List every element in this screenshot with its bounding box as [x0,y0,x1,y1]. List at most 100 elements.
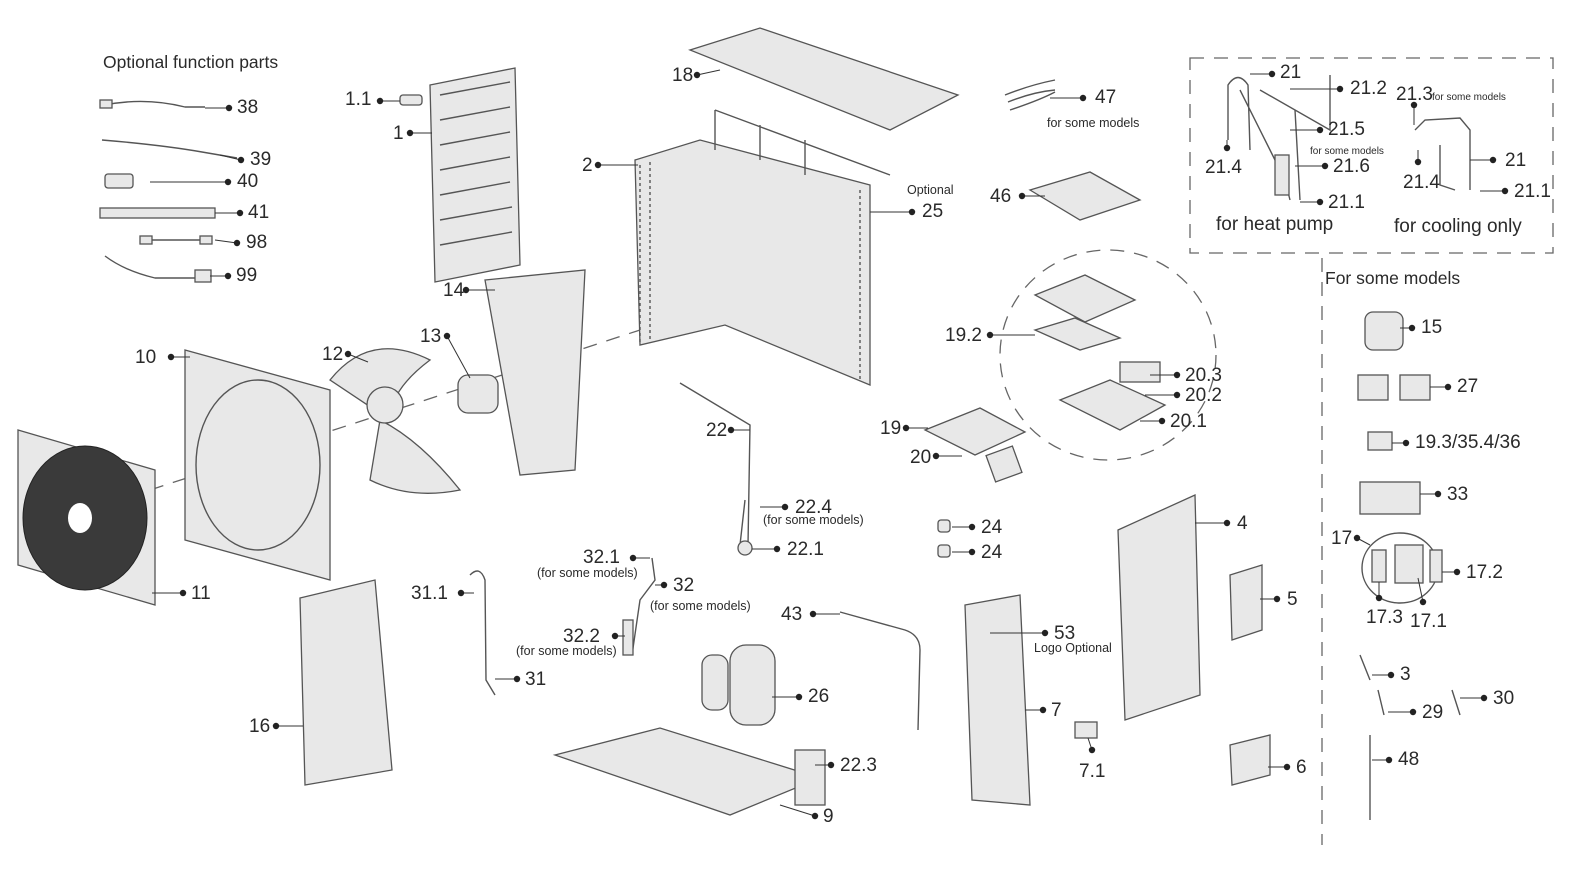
leader-dot [1444,383,1452,391]
leader-dot [968,548,976,556]
leader-dot [1316,198,1324,206]
leader-dot [727,426,735,434]
leader-dot [1336,85,1344,93]
part-number-label: 43 [781,604,803,625]
part-number-label: 98 [246,232,268,253]
leader-line [779,804,816,817]
leader-dot [1410,101,1418,109]
part-number-label: 32.2 [563,626,600,647]
part-number-label: 24 [981,517,1003,538]
part-number-label: 17.2 [1466,562,1503,583]
part-number-label: 10 [135,347,157,368]
leader-line [696,69,721,76]
leader-dot [457,589,465,597]
note-22-4: (for some models) [763,513,864,527]
part-number-label: 47 [1095,87,1117,108]
insulation-plate-sketch [1028,171,1142,221]
part-number-label: 19.2 [945,325,982,346]
pipe-assembly-sketch [679,382,751,546]
part-number-label: 21.5 [1328,119,1365,140]
pcb-sketch [1033,274,1137,323]
leader-dot [237,156,245,164]
part-number-label: 20 [910,447,932,468]
part-number-label: 20.1 [1170,411,1207,432]
part-number-label: 40 [237,171,259,192]
part-number-label: 4 [1237,513,1248,534]
leader-dot [811,812,819,820]
leader-dot [1041,629,1049,637]
leader-dot [1419,598,1427,606]
leader-dot [1173,391,1181,399]
leader-dot [1501,187,1509,195]
leader-dot [1223,144,1231,152]
leader-line [214,239,238,244]
part-number-label: 46 [990,186,1012,207]
leader-dot [1453,568,1461,576]
leader-dot [773,545,781,553]
leader-dot [809,610,817,618]
leader-dot [693,71,701,79]
leader-line [347,353,369,363]
part-number-label: 21.1 [1328,192,1365,213]
heat-pump-caption: for heat pump [1216,214,1334,235]
part-number-label: 33 [1447,484,1469,505]
leader-dot [1434,490,1442,498]
note-53-logo: Logo Optional [1034,641,1112,655]
front-grille-sketch [17,429,156,606]
part-number-label: 32.1 [583,547,620,568]
leader-dot [908,208,916,216]
part-number-label: 29 [1422,702,1444,723]
optional-right-parts-sketches [1357,311,1461,820]
part-number-label: 22.1 [787,539,824,560]
leader-dot [1088,746,1096,754]
leader-dot [594,161,602,169]
for-some-models-heading: For some models [1325,268,1461,288]
leader-dot [1385,756,1393,764]
part-number-label: 27 [1457,376,1479,397]
part-number-label: 21.3 [1396,84,1433,105]
part-number-label: 24 [981,542,1003,563]
part-number-label: 21.1 [1514,181,1551,202]
note-21-6: for some models [1310,146,1384,157]
part-number-label: 17.1 [1410,611,1447,632]
leader-dot [406,129,414,137]
leader-dot [1408,324,1416,332]
part-number-label: 41 [248,202,270,223]
leader-dot [1387,671,1395,679]
leader-dot [1018,192,1026,200]
part-number-label: 7 [1051,700,1062,721]
leader-dot [1409,708,1417,716]
leader-dot [462,286,470,294]
part-number-label: 30 [1493,688,1515,709]
part-number-label: 9 [823,806,834,827]
leader-dot [272,722,280,730]
leader-dot [968,523,976,531]
leader-dot [660,581,668,589]
leader-dot [1273,595,1281,603]
part-number-label: 14 [443,280,465,301]
leader-dot [827,761,835,769]
part-number-label: 1.1 [345,89,372,110]
part-number-label: 31.1 [411,583,448,604]
leader-dot [224,178,232,186]
note-25-optional: Optional [907,183,954,197]
note-47: for some models [1047,116,1140,130]
part-number-label: 21.2 [1350,78,1387,99]
four-way-valve-sketch [1227,75,1471,201]
part-number-label: 18 [672,65,694,86]
note-32-2: (for some models) [516,644,617,658]
note-21-3: for some models [1432,92,1506,103]
partition-plate-sketch [299,579,393,786]
leader-dot [1414,158,1422,166]
leader-dot [932,452,940,460]
part-number-label: 16 [249,716,271,737]
top-cover-sketch [688,27,960,131]
leader-dot [1321,162,1329,170]
leader-dot [167,353,175,361]
part-number-label: 13 [420,326,442,347]
note-32-1: (for some models) [537,566,638,580]
part-number-label: 6 [1296,757,1307,778]
side-grille-sketch [399,67,521,283]
part-number-label: 7.1 [1079,761,1106,782]
